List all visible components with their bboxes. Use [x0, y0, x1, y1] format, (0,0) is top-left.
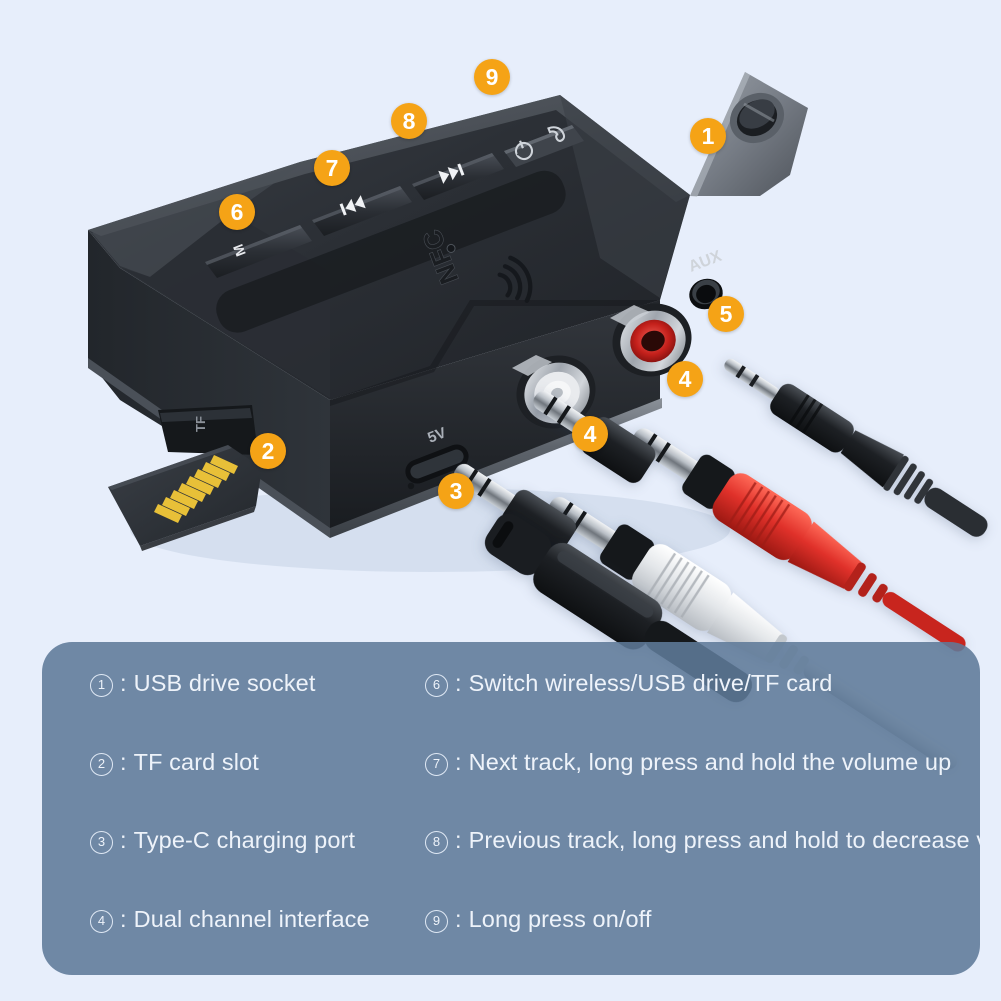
previous-track-glyph	[339, 195, 366, 216]
callout-badge-mode-button: 6	[219, 194, 255, 230]
legend-text: TF card slot	[133, 748, 259, 775]
legend-colon: :	[455, 827, 462, 853]
microsd-card	[108, 445, 262, 551]
callout-badge-power-call-button: 9	[474, 59, 510, 95]
callout-badge-rca-jack-white: 4	[572, 416, 608, 452]
callout-badge-previous-track-button: 7	[314, 150, 350, 186]
rca-plug-red	[632, 428, 966, 652]
callout-badge-aux-3-5mm-hole: 5	[708, 296, 744, 332]
legend-text: USB drive socket	[133, 670, 316, 696]
next-track-glyph	[438, 163, 465, 184]
legend-colon: :	[120, 748, 127, 775]
button-strip	[216, 170, 566, 333]
legend-circled-number: 1	[90, 674, 113, 697]
tf-slot-label: TF	[193, 416, 208, 432]
legend-row: 2:TF card slot	[90, 721, 460, 800]
legend-row: 7:Next track, long press and hold the vo…	[425, 721, 980, 800]
legend-colon: :	[455, 905, 462, 932]
mode-button-glyph: M	[230, 242, 249, 259]
microsd-contacts	[154, 455, 238, 523]
legend-row: 6:Switch wireless/USB drive/TF card	[425, 642, 980, 721]
legend-colon: :	[120, 905, 127, 932]
next-track-button[interactable]	[412, 153, 504, 200]
callout-badge-type-c-port: 3	[438, 473, 474, 509]
callout-badge-next-track-button: 8	[391, 103, 427, 139]
legend-colon: :	[455, 670, 462, 696]
callout-badge-rca-jack-red: 4	[667, 361, 703, 397]
legend-row: 3:Type-C charging port	[90, 799, 460, 878]
legend-circled-number: 4	[90, 909, 113, 933]
callout-badge-usb-drive-socket: 1	[690, 118, 726, 154]
control-buttons: M	[205, 124, 584, 278]
legend-circled-number: 8	[425, 831, 448, 854]
legend-text: Dual channel interface	[133, 905, 370, 932]
callout-badge-tf-card-slot: 2	[250, 433, 286, 469]
legend-row: 8:Previous track, long press and hold to…	[425, 799, 980, 878]
legend-circled-number: 7	[425, 752, 448, 776]
aux-plug-black	[724, 358, 988, 537]
rca-jack-red	[610, 303, 692, 377]
legend-colon: :	[455, 748, 462, 775]
legend-row: 4:Dual channel interface	[90, 878, 460, 957]
legend-row: Short press play/pause/answer/end call	[425, 956, 980, 975]
legend-text: Next track, long press and hold the volu…	[468, 748, 952, 775]
legend-colon: :	[120, 827, 127, 853]
tf-card-slot: TF	[158, 405, 258, 455]
type-c-port: 5V	[405, 424, 469, 490]
legend-text: Switch wireless/USB drive/TF card	[468, 670, 833, 696]
legend-row: 1:USB drive socket	[90, 642, 460, 721]
legend-row: 9:Long press on/off	[425, 878, 980, 957]
mode-button[interactable]: M	[205, 225, 312, 278]
call-icon	[547, 126, 566, 142]
legend-colon: :	[120, 670, 127, 696]
type-c-voltage-label: 5V	[425, 424, 448, 446]
legend-circled-number: 2	[90, 752, 113, 776]
legend-text: Type-C charging port	[133, 827, 356, 853]
legend-row: 5:3.5mm audio hole	[90, 956, 460, 975]
legend-text: Previous track, long press and hold to d…	[468, 827, 980, 853]
power-call-button[interactable]	[504, 124, 584, 167]
power-icon	[514, 140, 534, 161]
previous-track-button[interactable]	[312, 186, 412, 236]
rca-plug-black-rear-2	[453, 463, 576, 556]
legend-circled-number: 3	[90, 831, 113, 854]
legend-text: Long press on/off	[468, 905, 652, 932]
legend-circled-number: 9	[425, 909, 448, 933]
legend-circled-number: 6	[425, 674, 448, 697]
